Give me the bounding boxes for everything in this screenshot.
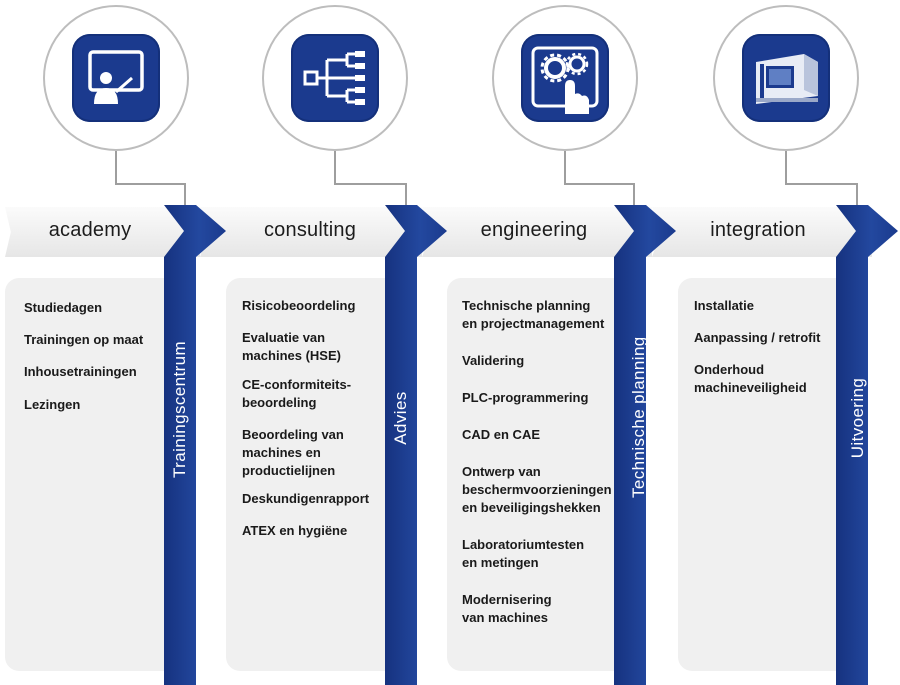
list-item: Validering: [462, 353, 525, 368]
integration-banner: [652, 207, 872, 257]
integration-connector-horizontal: [785, 183, 857, 185]
engineering-connector-horizontal: [564, 183, 634, 185]
classroom-presenter-icon: [88, 50, 144, 104]
industrial-machine-icon: [756, 54, 818, 104]
integration-connector-vertical: [785, 151, 787, 183]
academy-card: [5, 278, 175, 671]
integration-ribbon: [836, 205, 900, 685]
flowchart-tree-icon: [303, 51, 365, 105]
integration-card: [678, 278, 848, 671]
list-item: Beoordeling van machines en productielij…: [242, 427, 344, 478]
list-item: Risicobeoordeling: [242, 298, 356, 313]
engineering-icon-circle: [492, 5, 638, 151]
academy-icon-tile: [72, 34, 160, 122]
academy-title: academy: [48, 219, 132, 241]
consulting-banner: [200, 207, 422, 257]
consulting-icon-circle: [262, 5, 408, 151]
consulting-connector-vertical: [334, 151, 336, 183]
list-item: Lezingen: [24, 397, 81, 412]
list-item: Trainingen op maat: [24, 332, 144, 347]
list-item: PLC-programmering: [462, 390, 589, 405]
integration-vertical-label: Uitvoering: [848, 377, 867, 459]
list-item: Installatie: [694, 298, 754, 313]
list-item: ATEX en hygiëne: [242, 523, 348, 538]
list-item: Studiedagen: [24, 300, 103, 315]
engineering-ribbon: [614, 205, 678, 685]
list-item: Technische planning en projectmanagement: [462, 298, 605, 331]
list-item: Inhousetrainingen: [24, 364, 137, 379]
engineering-card: [447, 278, 627, 671]
academy-icon-circle: [43, 5, 189, 151]
list-item: CE-conformiteits- beoordeling: [242, 377, 352, 410]
list-item: Onderhoud machineveiligheid: [694, 362, 807, 395]
consulting-connector-drop: [405, 183, 407, 205]
integration-icon-tile: [742, 34, 830, 122]
consulting-ribbon: [385, 205, 449, 685]
list-item: Modernisering van machines: [462, 592, 552, 625]
consulting-title: consulting: [263, 219, 357, 241]
engineering-banner: [422, 207, 652, 257]
academy-connector-drop: [184, 183, 186, 205]
academy-banner: [5, 207, 200, 257]
engineering-vertical-label: Technische planning: [629, 336, 648, 498]
list-item: Laboratoriumtesten en metingen: [462, 537, 585, 570]
academy-connector-horizontal: [115, 183, 185, 185]
engineering-title: engineering: [480, 219, 588, 241]
academy-connector-vertical: [115, 151, 117, 183]
academy-vertical-label: Trainingscentrum: [170, 340, 189, 478]
integration-icon-circle: [713, 5, 859, 151]
list-item: CAD en CAE: [462, 427, 541, 442]
consulting-vertical-label: Advies: [391, 391, 410, 445]
consulting-card: [226, 278, 396, 671]
consulting-icon-tile: [291, 34, 379, 122]
integration-connector-drop: [856, 183, 858, 205]
engineering-icon-tile: [521, 34, 609, 122]
engineering-connector-vertical: [564, 151, 566, 183]
academy-ribbon: [164, 205, 228, 685]
integration-title: integration: [710, 219, 806, 241]
list-item: Evaluatie van machines (HSE): [242, 330, 341, 363]
list-item: Aanpassing / retrofit: [694, 330, 821, 345]
engineering-connector-drop: [633, 183, 635, 205]
gears-touch-tablet-icon: [531, 46, 599, 114]
consulting-connector-horizontal: [334, 183, 406, 185]
list-item: Deskundigenrapport: [242, 491, 370, 506]
list-item: Ontwerp van beschermvoorzieningen en bev…: [462, 464, 612, 515]
